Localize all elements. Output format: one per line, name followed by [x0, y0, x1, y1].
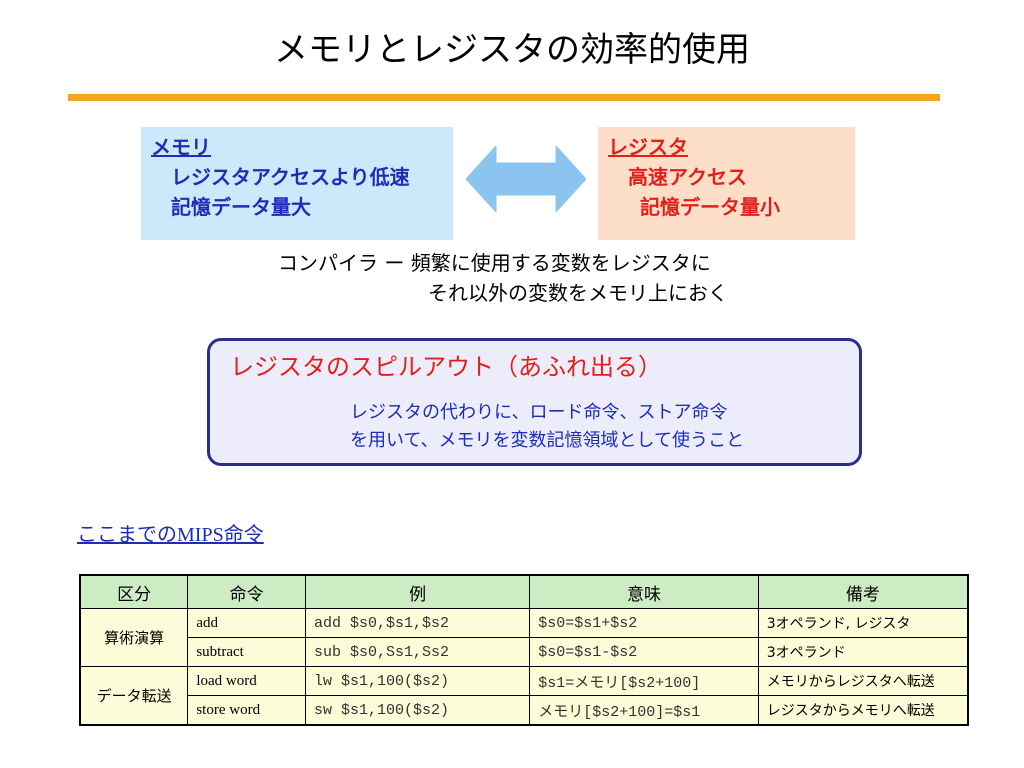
compiler-line-1: コンパイラ ー 頻繁に使用する変数をレジスタに	[278, 251, 711, 275]
register-heading: レジスタ	[608, 135, 688, 159]
spill-line-1: レジスタの代わりに、ロード命令、ストア命令	[350, 402, 728, 423]
mips-instruction-table: 区分 命令 例 意味 備考 算術演算 add add $s0,$s1,$s2 $…	[79, 574, 969, 726]
note-cell: 3オペランド, レジスタ	[757, 608, 969, 638]
title-divider	[68, 94, 940, 101]
table-row: store word sw $s1,100($s2) メモリ[$s2+100]=…	[80, 695, 969, 726]
category-cell: 算術演算	[79, 608, 189, 667]
example-cell: lw $s1,100($s2)	[304, 666, 531, 696]
column-header: 命令	[187, 574, 306, 609]
page-title: メモリとレジスタの効率的使用	[274, 30, 750, 70]
memory-heading: メモリ	[151, 135, 211, 159]
register-box: レジスタ 高速アクセス 記憶データ量小	[598, 127, 855, 240]
table-row: データ転送 load word lw $s1,100($s2) $s1=メモリ[…	[79, 666, 969, 726]
compiler-note: コンパイラ ー 頻繁に使用する変数をレジスタに それ以外の変数をメモリ上におく	[278, 248, 728, 308]
column-header: 備考	[757, 574, 969, 609]
spill-out-title: レジスタのスピルアウト（あふれ出る）	[230, 353, 662, 381]
register-line-2: 記憶データ量小	[640, 195, 780, 219]
spill-line-2: を用いて、メモリを変数記憶領域として使うこと	[350, 430, 745, 451]
meaning-cell: メモリ[$s2+100]=$s1	[529, 695, 759, 726]
meaning-cell: $s0=$s1+$s2	[529, 608, 759, 638]
memory-box: メモリ レジスタアクセスより低速 記憶データ量大	[141, 127, 453, 240]
instruction-cell: load word	[187, 666, 306, 696]
note-cell: メモリからレジスタへ転送	[757, 666, 969, 696]
note-cell: 3オペランド	[757, 637, 969, 667]
instruction-cell: store word	[187, 695, 306, 726]
spill-out-box: レジスタのスピルアウト（あふれ出る） レジスタの代わりに、ロード命令、ストア命令…	[207, 338, 862, 466]
instruction-cell: subtract	[187, 637, 306, 667]
meaning-cell: $s0=$s1-$s2	[529, 637, 759, 667]
example-cell: add $s0,$s1,$s2	[304, 608, 531, 638]
compiler-line-2: それ以外の変数をメモリ上におく	[428, 281, 728, 305]
table-row: subtract sub $s0,Ss1,Ss2 $s0=$s1-$s2 3オペ…	[80, 637, 969, 667]
memory-line-2: 記憶データ量大	[171, 195, 311, 219]
instruction-cell: add	[187, 608, 306, 638]
column-header: 意味	[529, 574, 759, 609]
column-header: 区分	[79, 574, 189, 609]
table-header-row: 区分 命令 例 意味 備考	[79, 574, 969, 609]
example-cell: sub $s0,Ss1,Ss2	[304, 637, 531, 667]
mips-instructions-link[interactable]: ここまでのMIPS命令	[77, 524, 264, 546]
note-cell: レジスタからメモリへ転送	[757, 695, 969, 726]
double-headed-arrow-icon	[466, 146, 586, 212]
table-row: 算術演算 add add $s0,$s1,$s2 $s0=$s1+$s2 3オペ…	[79, 608, 969, 667]
memory-line-1: レジスタアクセスより低速	[171, 165, 410, 189]
example-cell: sw $s1,100($s2)	[304, 695, 531, 726]
meaning-cell: $s1=メモリ[$s2+100]	[529, 666, 759, 696]
spill-out-description: レジスタの代わりに、ロード命令、ストア命令 を用いて、メモリを変数記憶領域として…	[350, 399, 744, 455]
column-header: 例	[304, 574, 531, 609]
category-cell: データ転送	[79, 666, 189, 726]
register-line-1: 高速アクセス	[628, 165, 747, 189]
